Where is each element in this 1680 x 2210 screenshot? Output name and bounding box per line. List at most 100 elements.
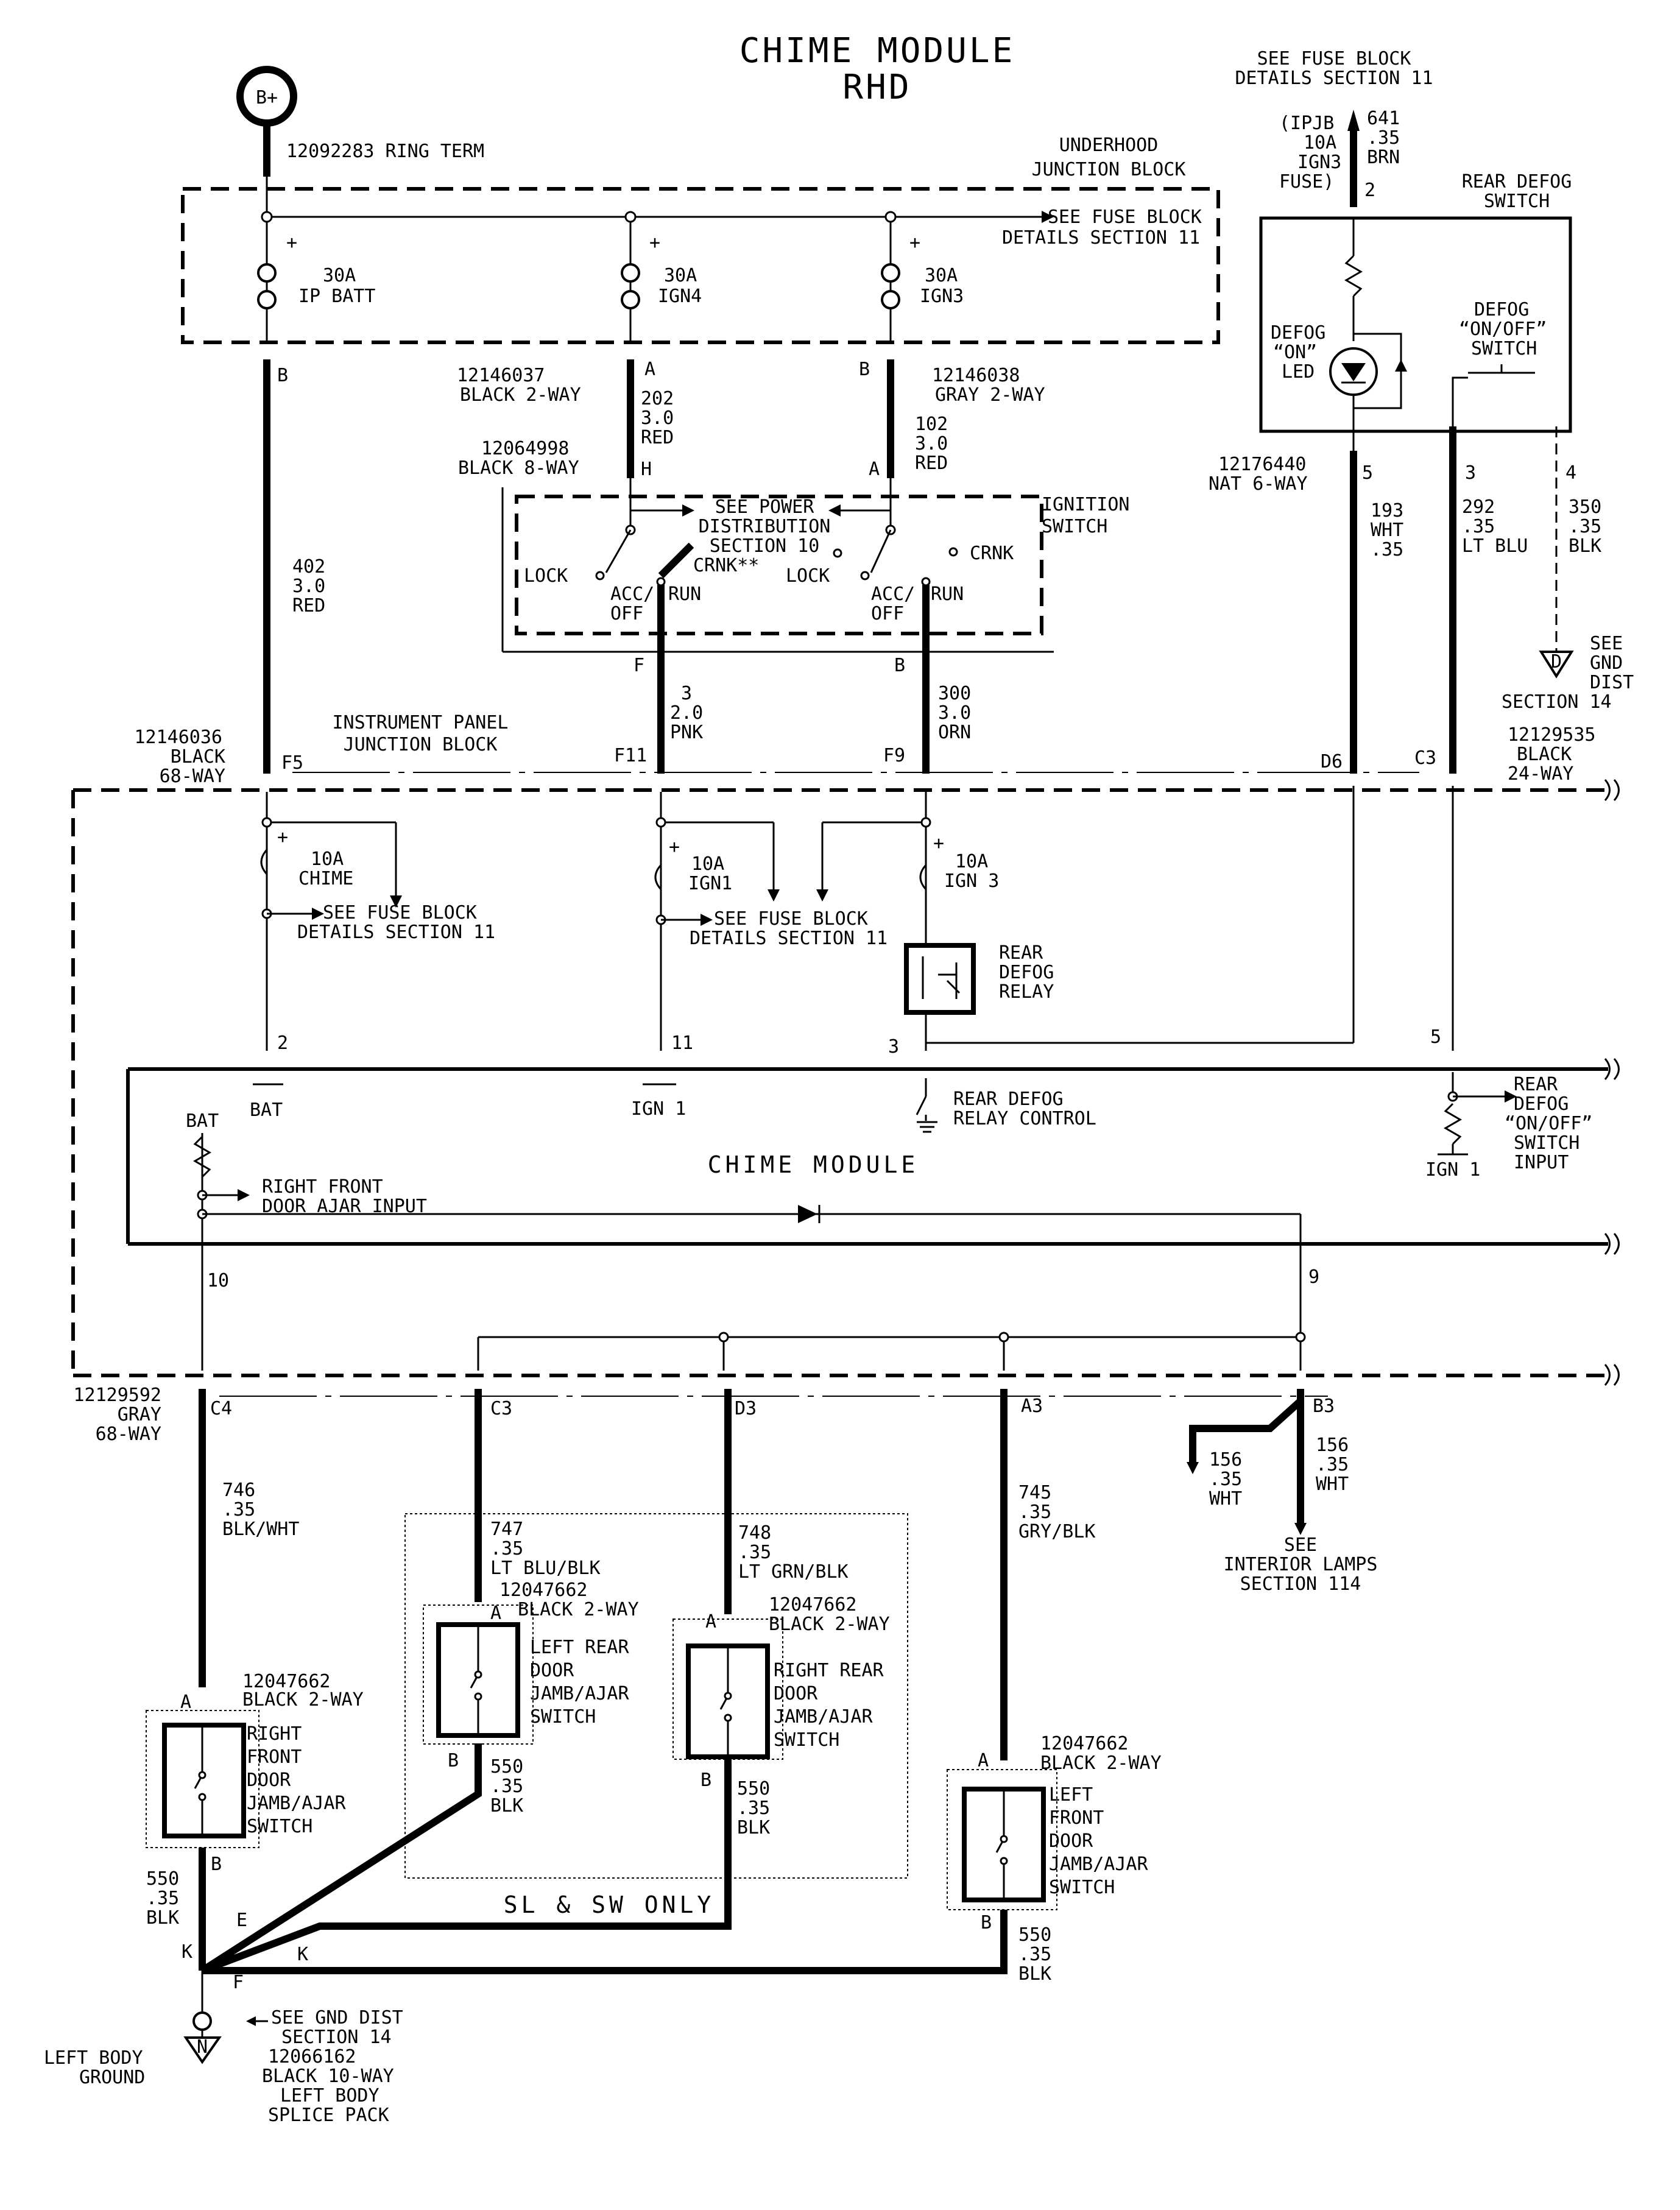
w292-3: LT BLU (1462, 535, 1528, 557)
w746-3: BLK/WHT (222, 1519, 299, 1540)
ign-title-1: IGNITION (1042, 494, 1130, 515)
bc-b3: B3 (1313, 1396, 1335, 1417)
w745-3: GRY/BLK (1018, 1521, 1095, 1542)
lr-pin-a: A (490, 1603, 501, 1624)
splice-conn-1: 12066162 (268, 2046, 356, 2067)
w350-1: 350 (1569, 496, 1601, 518)
ipjb-plus-1: + (277, 827, 288, 848)
w202-3: RED (641, 427, 674, 448)
lf-label-2: FRONT (1049, 1807, 1104, 1829)
bc-1: 12129592 (74, 1385, 162, 1406)
w402-2: 3.0 (292, 576, 325, 597)
w550a-2: .35 (146, 1888, 179, 1909)
w550d-1: 550 (1018, 1924, 1051, 1946)
ign-pin-b: B (894, 655, 905, 676)
ipjb-pin-3: 3 (888, 1036, 899, 1057)
gnd-see-4: SECTION 14 (1502, 691, 1612, 713)
fuse-30a-ign3 (881, 263, 900, 309)
splice-conn-4: SPLICE PACK (268, 2105, 389, 2126)
w550b-1: 550 (490, 1756, 523, 1778)
chime-bat-2: BAT (186, 1110, 219, 1132)
ipjb-4: FUSE) (1279, 171, 1334, 192)
ign-title-2: SWITCH (1042, 516, 1107, 537)
w550b-3: BLK (490, 1795, 523, 1816)
ipjb-r-conn-2: BLACK (1517, 744, 1572, 765)
bc-d3: D3 (735, 1398, 757, 1419)
chime-pin-9: 9 (1308, 1266, 1319, 1288)
lf-label-5: SWITCH (1049, 1877, 1115, 1898)
splice-f: F (233, 1972, 244, 1993)
run-1: RUN (668, 584, 701, 605)
w193-1: 193 (1371, 500, 1403, 521)
battery-terminal: B+ (236, 66, 297, 127)
w402-3: RED (292, 595, 325, 616)
ipjb-pin-11: 11 (671, 1033, 693, 1054)
splice-see-2: SECTION 14 (281, 2027, 392, 2048)
w156b-3: WHT (1316, 1474, 1349, 1495)
chime-rr-5: INPUT (1514, 1152, 1569, 1173)
diagram-subtitle: RHD (842, 68, 911, 107)
rf-label-2: FRONT (247, 1746, 302, 1768)
acc-1: ACC/ (610, 584, 654, 605)
uh-pin-b2: B (859, 359, 870, 380)
ipjb-fuse-3-rating: 10A (955, 851, 988, 872)
chime-rdrc-1: REAR DEFOG (953, 1089, 1064, 1110)
ipjb-3: IGN3 (1297, 152, 1341, 173)
off-2: OFF (871, 603, 904, 624)
w300-3: ORN (938, 722, 971, 743)
ipjb-title-2: JUNCTION BLOCK (344, 734, 498, 755)
ipjb-fuse-2-rating: 10A (691, 853, 724, 875)
fuse-1-rating: 30A (323, 265, 356, 286)
rds-title-1: REAR DEFOG (1462, 171, 1572, 192)
w193-3: .35 (1371, 539, 1403, 560)
underhood-see-1: SEE FUSE BLOCK (1048, 207, 1202, 228)
uh-conn2-b: GRAY 2-WAY (935, 384, 1045, 406)
w102-2: 3.0 (915, 433, 948, 454)
ipjb-title-1: INSTRUMENT PANEL (333, 712, 509, 733)
w350-3: BLK (1569, 535, 1601, 557)
uh-conn1-b: BLACK 2-WAY (460, 384, 581, 406)
ign-pin-f: F (634, 655, 644, 676)
chime-rr-4: SWITCH (1514, 1132, 1579, 1154)
splice-conn-2: BLACK 10-WAY (262, 2066, 394, 2087)
fuse-30a-ign4 (621, 263, 640, 309)
chime-rf-2: DOOR AJAR INPUT (262, 1196, 427, 1217)
right-front-door-switch (146, 1710, 259, 1848)
sw-2: “ON/OFF” (1459, 319, 1547, 340)
rr-pin-a: A (705, 1611, 716, 1633)
fuse-2-name: IGN4 (658, 286, 702, 307)
lf-conn-2: BLACK 2-WAY (1040, 1753, 1162, 1774)
w300-1: 300 (938, 683, 971, 704)
lf-pin-b: B (981, 1912, 992, 1933)
underhood-title-2: JUNCTION BLOCK (1032, 159, 1186, 180)
rr-conn-2: BLACK 2-WAY (769, 1614, 890, 1635)
bc-a3: A3 (1021, 1396, 1043, 1417)
w300-2: 3.0 (938, 702, 971, 724)
w292-1: 292 (1462, 496, 1495, 518)
ipjb-fuse-2-name: IGN1 (688, 873, 732, 894)
w746-1: 746 (222, 1480, 255, 1501)
ipjb-pin-5: 5 (1430, 1026, 1441, 1048)
w747-1: 747 (490, 1519, 523, 1540)
w550a-1: 550 (146, 1868, 179, 1890)
w202-1: 202 (641, 388, 674, 409)
w3-1: 3 (681, 683, 692, 704)
off-1: OFF (610, 603, 643, 624)
pin-3: 3 (1465, 462, 1476, 484)
chime-pin-10: 10 (207, 1270, 229, 1291)
top-see-1: SEE FUSE BLOCK (1257, 48, 1411, 69)
w550d-2: .35 (1018, 1944, 1051, 1965)
w156b-1: 156 (1316, 1435, 1349, 1456)
lr-pin-b: B (448, 1750, 459, 1771)
plus-1: + (286, 232, 297, 253)
splice-k2: K (297, 1944, 308, 1965)
chime-rr-3: “ON/OFF” (1505, 1113, 1593, 1134)
underhood-title: UNDERHOOD (1059, 135, 1159, 156)
w402-1: 402 (292, 556, 325, 577)
sl-sw-box (404, 1513, 908, 1879)
rf-label-3: DOOR (247, 1770, 291, 1791)
ign-see-3: SECTION 10 (710, 535, 820, 557)
left-front-door-switch (947, 1769, 1057, 1910)
run-2: RUN (931, 584, 964, 605)
pin-5: 5 (1362, 462, 1373, 484)
